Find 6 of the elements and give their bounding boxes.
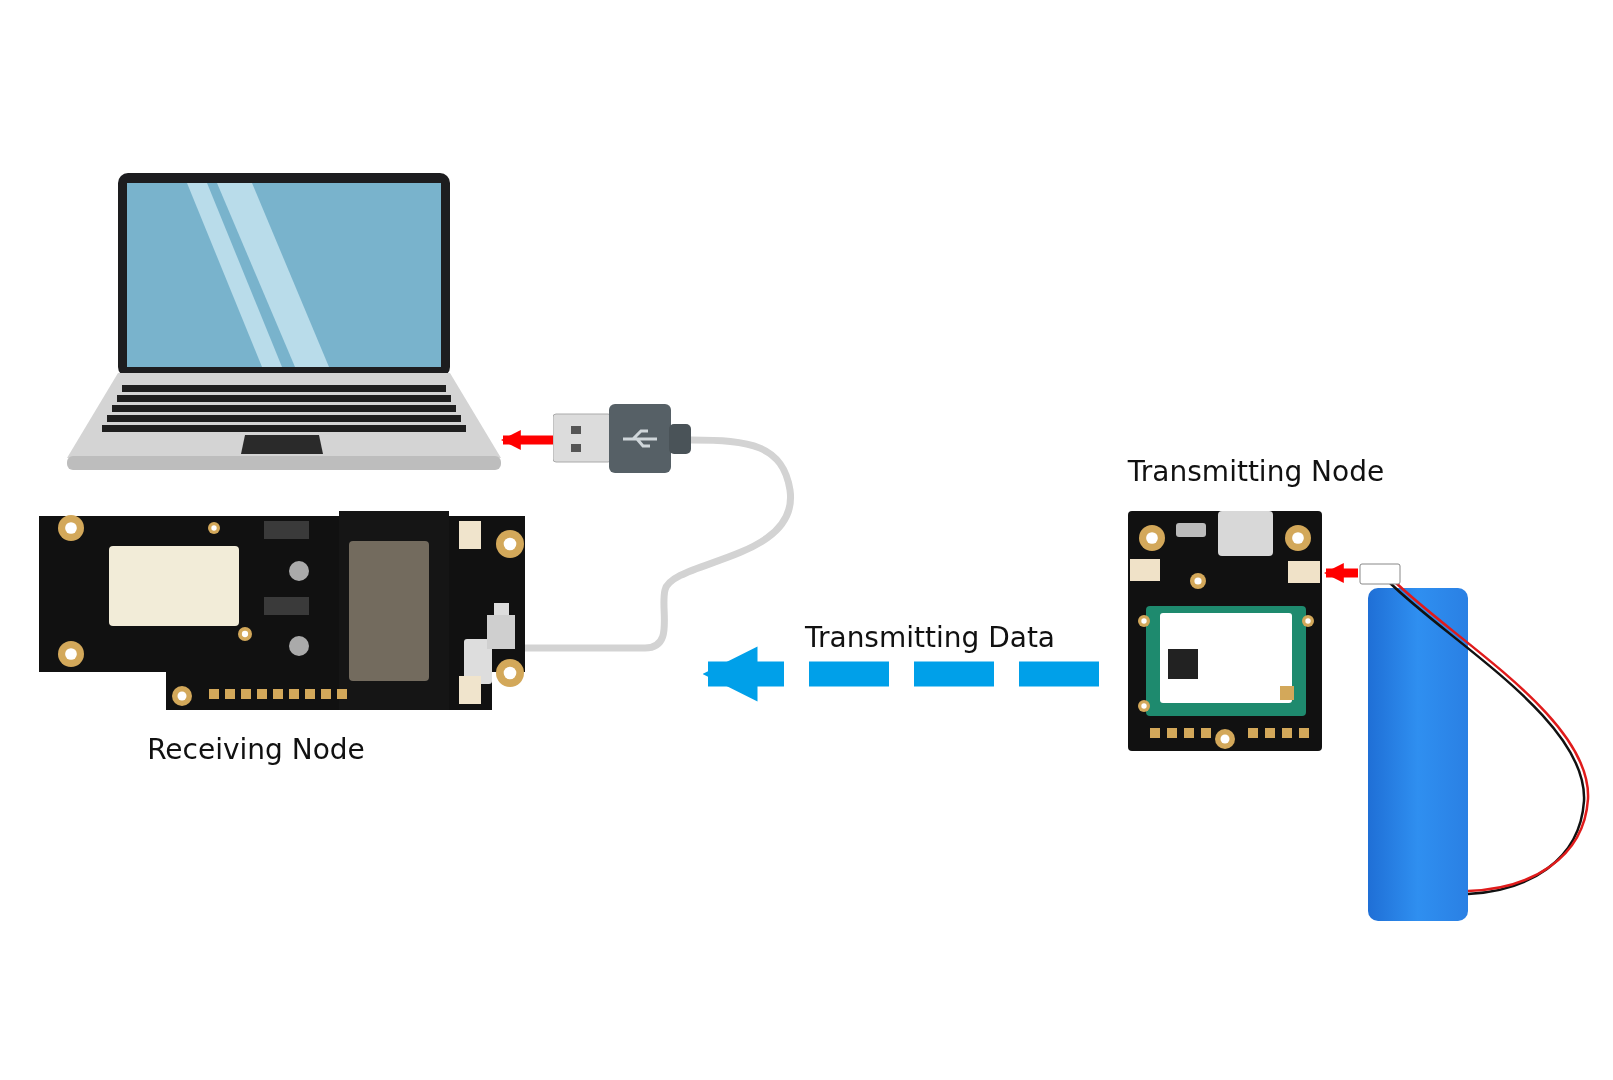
usb-cable: [525, 436, 794, 652]
node-label: Receiving Node: [147, 733, 365, 767]
node-label: Transmitting Node: [1127, 455, 1385, 489]
arrow: [501, 430, 553, 450]
arrow: [1324, 563, 1358, 583]
dashed-arrow: [702, 646, 1099, 702]
